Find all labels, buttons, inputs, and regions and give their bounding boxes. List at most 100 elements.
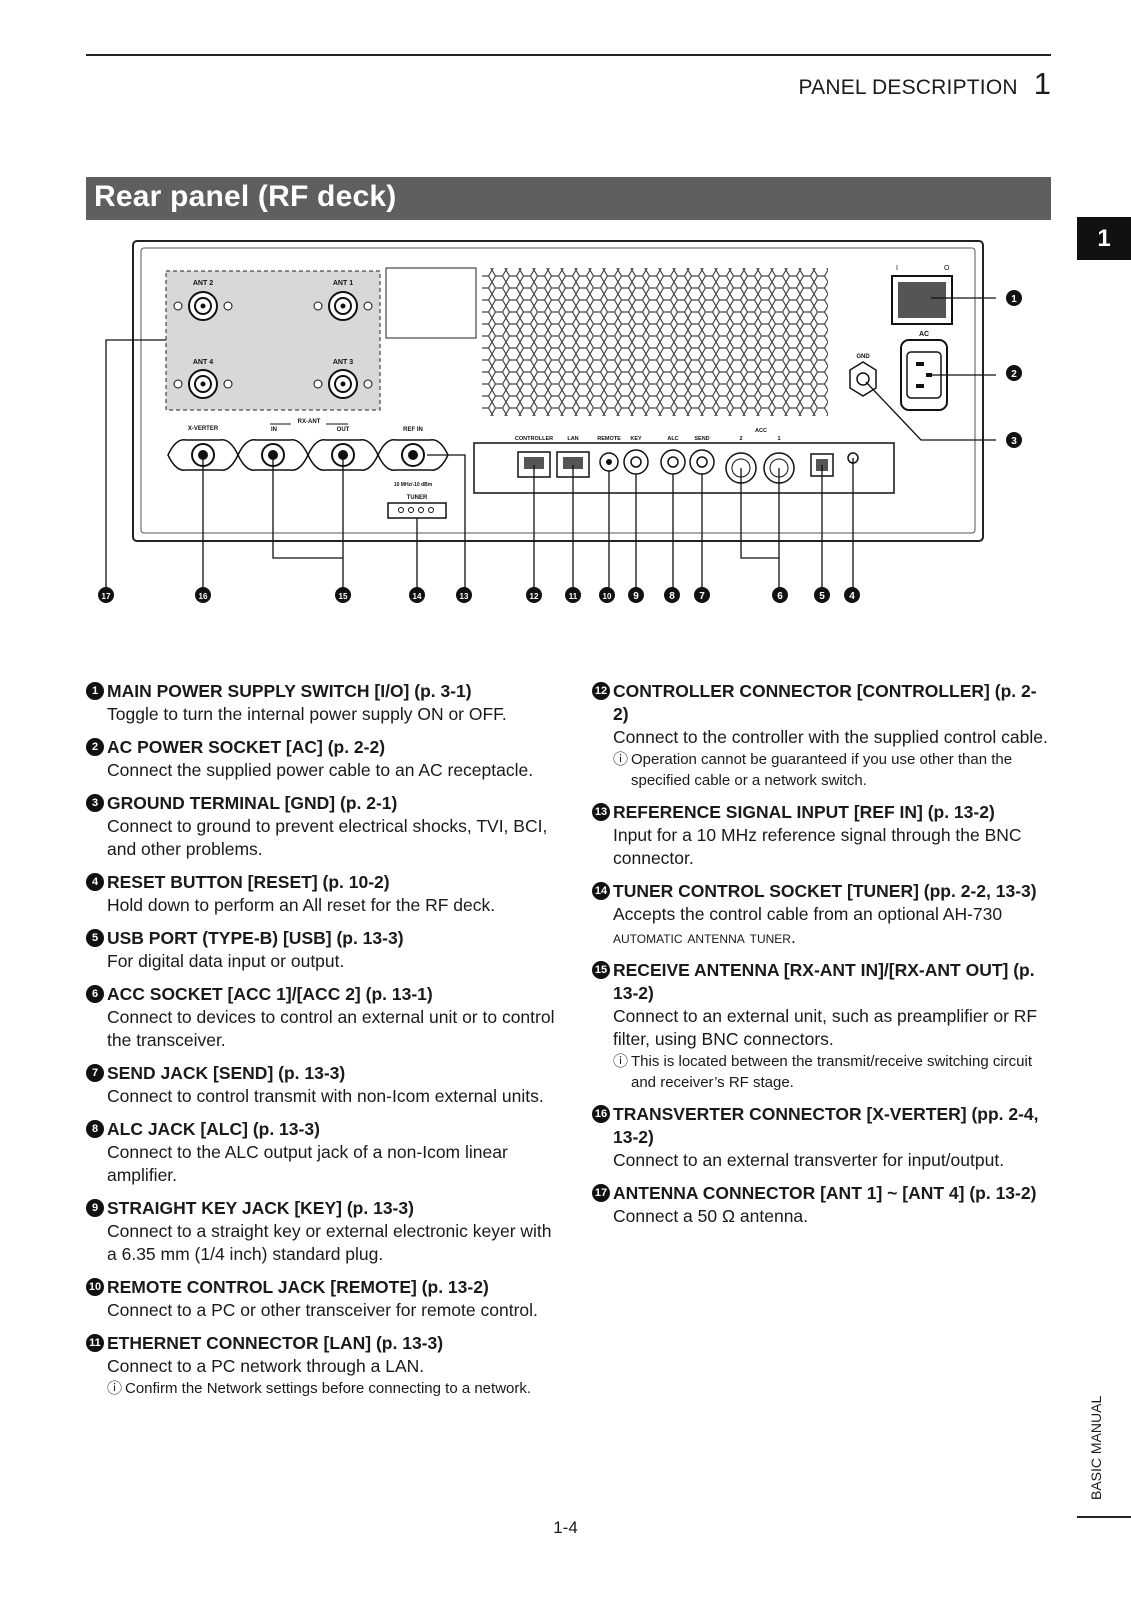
item-description: Toggle to turn the internal power supply… bbox=[107, 704, 507, 724]
item-heading: STRAIGHT KEY JACK [KEY] (p. 13-3) bbox=[107, 1198, 414, 1218]
item-description: Input for a 10 MHz reference signal thro… bbox=[613, 825, 1022, 868]
callout-number: 8 bbox=[86, 1120, 104, 1138]
svg-text:3: 3 bbox=[1011, 436, 1017, 447]
ant1-label: ANT 1 bbox=[333, 280, 353, 287]
svg-text:13: 13 bbox=[460, 592, 469, 601]
rxin-label: IN bbox=[271, 427, 277, 433]
item-description: Connect to the ALC output jack of a non-… bbox=[107, 1142, 508, 1185]
callout-number: 9 bbox=[86, 1199, 104, 1217]
svg-text:17: 17 bbox=[102, 592, 111, 601]
refin-note: 10 MHz/-10 dBm bbox=[394, 482, 433, 488]
switch-o-label: O bbox=[944, 265, 950, 272]
item-description: Connect to devices to control an externa… bbox=[107, 1007, 555, 1050]
xverter-label: X-VERTER bbox=[188, 426, 219, 432]
remote-label: REMOTE bbox=[597, 436, 621, 442]
acc-label: ACC bbox=[755, 428, 767, 434]
svg-text:2: 2 bbox=[1011, 369, 1017, 380]
item-heading: REMOTE CONTROL JACK [REMOTE] (p. 13-2) bbox=[107, 1277, 489, 1297]
svg-text:15: 15 bbox=[339, 592, 348, 601]
item-heading: ANTENNA CONNECTOR [ANT 1] ~ [ANT 4] (p. … bbox=[613, 1183, 1037, 1203]
item-description: Connect to an external transverter for i… bbox=[613, 1150, 1005, 1170]
item-heading: ALC JACK [ALC] (p. 13-3) bbox=[107, 1119, 320, 1139]
callout-number: 3 bbox=[86, 794, 104, 812]
callout-number: 10 bbox=[86, 1278, 104, 1296]
chapter-tab: 1 bbox=[1077, 217, 1131, 260]
callout-number: 14 bbox=[592, 882, 610, 900]
item-heading: REFERENCE SIGNAL INPUT [REF IN] (p. 13-2… bbox=[613, 802, 995, 822]
refin-label: REF IN bbox=[403, 427, 423, 433]
rxant-label: RX-ANT bbox=[298, 419, 321, 425]
gnd-terminal: GND bbox=[849, 354, 877, 397]
callout-number: 15 bbox=[592, 961, 610, 979]
svg-text:12: 12 bbox=[530, 592, 539, 601]
ant4-connector: ANT 4 bbox=[173, 359, 233, 399]
ant2-connector: ANT 2 bbox=[173, 280, 233, 321]
item-description: Connect to a PC network through a LAN. bbox=[107, 1356, 425, 1376]
item-description: Connect a 50 Ω antenna. bbox=[613, 1206, 809, 1226]
page-number: 1-4 bbox=[553, 1518, 578, 1537]
callout-number: 1 bbox=[86, 682, 104, 700]
svg-text:5: 5 bbox=[819, 591, 825, 602]
svg-text:11: 11 bbox=[569, 592, 578, 601]
item-description: Accepts the control cable from an option… bbox=[613, 904, 1003, 924]
item-description: Connect to a straight key or external el… bbox=[107, 1221, 552, 1264]
svg-text:6: 6 bbox=[777, 591, 783, 602]
callout-number: 5 bbox=[86, 929, 104, 947]
gnd-label: GND bbox=[856, 354, 870, 360]
item-heading: ETHERNET CONNECTOR [LAN] (p. 13-3) bbox=[107, 1333, 444, 1353]
tuner-socket bbox=[387, 502, 447, 519]
item-heading: ACC SOCKET [ACC 1]/[ACC 2] (p. 13-1) bbox=[107, 984, 433, 1004]
acc2-label: 2 bbox=[739, 436, 742, 442]
info-icon: ⓘ bbox=[613, 751, 629, 768]
callout-number: 17 bbox=[592, 1184, 610, 1202]
power-switch: I O bbox=[891, 265, 953, 325]
item-description: Connect to an external unit, such as pre… bbox=[613, 1006, 1038, 1049]
section-heading: Rear panel (RF deck) bbox=[94, 180, 397, 213]
item-heading: GROUND TERMINAL [GND] (p. 2-1) bbox=[107, 793, 398, 813]
item-heading: AC POWER SOCKET [AC] (p. 2-2) bbox=[107, 737, 386, 757]
item-description: Connect to the controller with the suppl… bbox=[613, 727, 1048, 747]
item-description: For digital data input or output. bbox=[107, 951, 345, 971]
vent-grille bbox=[482, 268, 828, 416]
side-rule bbox=[1077, 1516, 1131, 1518]
item-description: Connect to a PC or other transceiver for… bbox=[107, 1300, 538, 1320]
ant3-connector: ANT 3 bbox=[313, 359, 373, 399]
page-header: PANEL DESCRIPTION 1 bbox=[798, 66, 1051, 102]
info-icon: ⓘ bbox=[107, 1380, 123, 1397]
key-label: KEY bbox=[630, 436, 642, 442]
callout-number: 4 bbox=[86, 873, 104, 891]
tuner-label: TUNER bbox=[407, 495, 428, 501]
section-heading-bar: Rear panel (RF deck) bbox=[86, 177, 1051, 220]
callout-number: 13 bbox=[592, 803, 610, 821]
item-description: Connect the supplied power cable to an A… bbox=[107, 760, 534, 780]
rear-panel-diagram: ANT 2 ANT 1 ANT 4 ANT 3 I O AC GND bbox=[98, 240, 1022, 603]
svg-text:4: 4 bbox=[849, 591, 855, 602]
svg-text:8: 8 bbox=[669, 591, 675, 602]
item-heading: TRANSVERTER CONNECTOR [X-VERTER] (pp. 2-… bbox=[613, 1104, 1039, 1147]
item-heading: RECEIVE ANTENNA [RX-ANT IN]/[RX-ANT OUT]… bbox=[613, 960, 1035, 1003]
callout-number: 16 bbox=[592, 1105, 610, 1123]
chapter-number: 1 bbox=[1033, 66, 1051, 101]
ant4-label: ANT 4 bbox=[193, 359, 213, 366]
ac-socket: AC bbox=[900, 331, 948, 411]
item-heading: CONTROLLER CONNECTOR [CONTROLLER] (p. 2-… bbox=[613, 681, 1037, 724]
rxout-label: OUT bbox=[337, 427, 350, 433]
callout-number: 7 bbox=[86, 1064, 104, 1082]
note-text: This is located between the transmit/rec… bbox=[631, 1053, 1033, 1091]
item-description: Hold down to perform an All reset for th… bbox=[107, 895, 496, 915]
item-description: Connect to control transmit with non-Ico… bbox=[107, 1086, 544, 1106]
